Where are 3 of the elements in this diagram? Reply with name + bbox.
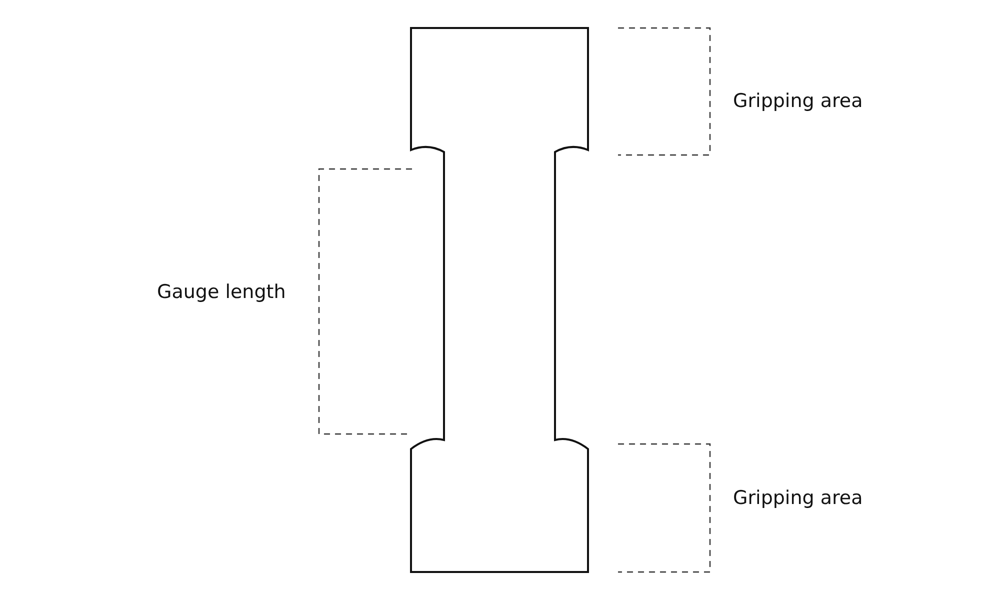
part-label: Gripping area bbox=[733, 486, 863, 510]
part-label: Gauge length bbox=[157, 280, 286, 304]
part-label: Gripping area bbox=[733, 89, 863, 113]
